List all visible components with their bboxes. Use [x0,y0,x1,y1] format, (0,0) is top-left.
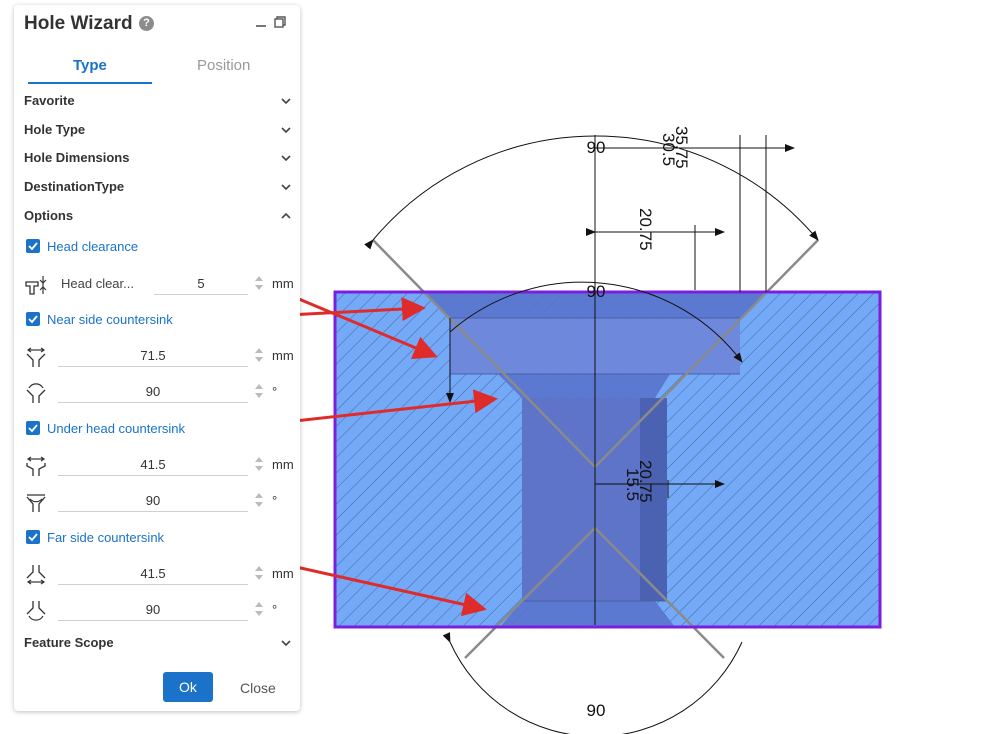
panel-title: Hole Wizard [24,13,133,34]
tab-position[interactable]: Position [197,57,251,74]
checkmark-icon [26,421,40,435]
chevron-down-icon [281,155,291,162]
head-clearance-row: Head clear... mm [24,272,294,298]
minimize-icon[interactable] [254,15,268,29]
near-side-diameter-row: mm [24,344,294,370]
under-head-diameter-row: mm [24,453,294,479]
tab-type[interactable]: Type [73,57,107,74]
unit-label: ° [272,384,278,399]
far-side-angle-row: ° [24,598,292,624]
dim-mid-angle: 90 [587,282,606,301]
stepper-icon[interactable] [254,346,264,364]
section-feature-scope[interactable]: Feature Scope [24,635,292,655]
checkmark-icon [26,312,40,326]
dim-20-75-top: 20.75 [636,208,655,251]
near-side-angle-input[interactable] [58,380,248,403]
stepper-icon[interactable] [254,455,264,473]
stepper-icon[interactable] [254,564,264,582]
section-hole-dimensions[interactable]: Hole Dimensions [24,150,292,170]
stepper-icon[interactable] [254,274,264,292]
head-clearance-field-label: Head clear... [61,276,134,291]
tab-bar: Type Position [28,57,286,85]
ok-button[interactable]: Ok [163,672,213,702]
head-clearance-label: Head clearance [47,239,139,254]
dimensions [364,135,819,734]
section-label: Options [24,208,74,223]
countersink-diameter-icon [26,347,46,367]
section-label: DestinationType [24,179,125,194]
chevron-down-icon [281,640,291,647]
section-label: Favorite [24,93,75,108]
restore-icon[interactable] [273,15,287,29]
section-options[interactable]: Options [24,208,292,228]
stepper-icon[interactable] [254,600,264,618]
dim-30-5: 30.5 [659,133,678,166]
countersink-angle-icon [26,383,46,403]
unit-label: mm [272,276,294,291]
near-side-diameter-input[interactable] [58,344,248,367]
active-tab-indicator [28,82,152,84]
part-outline [333,290,882,629]
near-side-angle-row: ° [24,380,292,406]
checkmark-icon [26,530,40,544]
countersink-angle-icon [26,494,46,512]
dim-15-5: 15.5 [623,468,642,501]
countersink-angle-icon [26,601,46,621]
chevron-up-icon [281,212,291,219]
stepper-icon[interactable] [254,491,264,509]
hole-wizard-panel: Hole Wizard ? Type Position Favorite Hol… [14,5,300,711]
section-label: Feature Scope [24,635,114,650]
far-side-angle-input[interactable] [58,598,248,621]
head-clearance-icon [25,276,47,295]
far-side-countersink-label: Far side countersink [47,530,165,545]
stepper-icon[interactable] [254,382,264,400]
unit-label: ° [272,493,278,508]
section-hole-type[interactable]: Hole Type [24,122,292,142]
under-head-angle-row: ° [24,489,292,515]
dim-20-75-bottom: 20.75 [636,460,655,503]
under-head-angle-input[interactable] [58,489,248,512]
near-side-countersink-label: Near side countersink [47,312,173,327]
section-destination-type[interactable]: DestinationType [24,179,292,199]
checkmark-icon [26,239,40,253]
section-label: Hole Type [24,122,86,137]
far-side-diameter-row: mm [24,562,294,588]
unit-label: mm [272,566,294,581]
far-side-diameter-input[interactable] [58,562,248,585]
chevron-down-icon [281,127,291,134]
chevron-down-icon [281,184,291,191]
chevron-down-icon [281,98,291,105]
countersink-diameter-icon [26,565,46,585]
dim-bottom-angle: 90 [587,701,606,720]
help-icon[interactable]: ? [139,16,154,31]
dim-top-angle: 90 [587,138,606,157]
unit-label: mm [272,457,294,472]
section-label: Hole Dimensions [24,150,130,165]
unit-label: ° [272,602,278,617]
head-clearance-input[interactable] [154,272,248,295]
section-favorite[interactable]: Favorite [24,93,292,113]
under-head-countersink-label: Under head countersink [47,421,186,436]
dim-35-75: 35.75 [672,126,691,169]
countersink-diameter-icon [26,456,46,476]
close-button[interactable]: Close [240,680,276,696]
under-head-diameter-input[interactable] [58,453,248,476]
unit-label: mm [272,348,294,363]
